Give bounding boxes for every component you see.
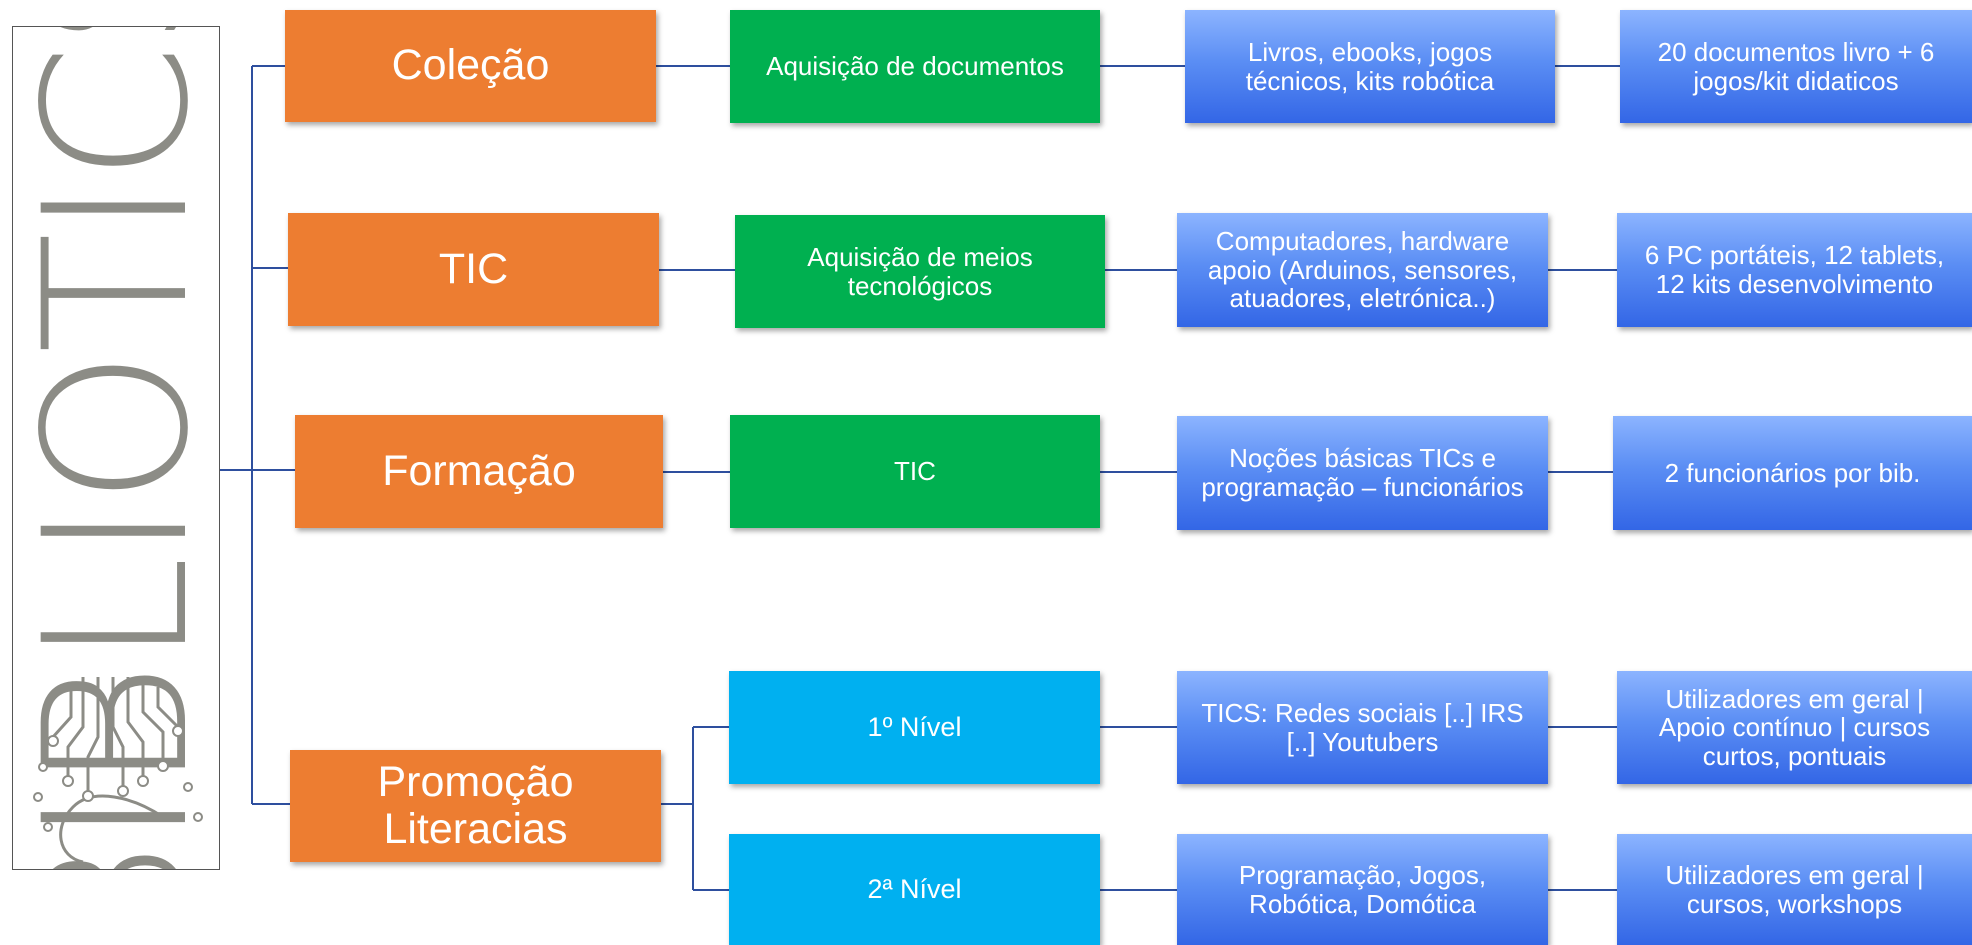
target-colecao: 20 documentos livro + 6 jogos/kit didati… bbox=[1620, 10, 1972, 123]
detail-label: Noções básicas TICs e programação – func… bbox=[1201, 443, 1524, 502]
category-label: TIC bbox=[438, 244, 509, 293]
target-label: 6 PC portáteis, 12 tablets, 12 kits dese… bbox=[1644, 240, 1945, 299]
target-label: 20 documentos livro + 6 jogos/kit didati… bbox=[1657, 36, 1935, 96]
level-label: 1º Nível bbox=[867, 711, 962, 742]
target-level-1: Utilizadores em geral | Apoio contínuo |… bbox=[1617, 671, 1972, 784]
detail-label: Programação, Jogos, Robótica, Domótica bbox=[1238, 859, 1487, 919]
detail-label: Computadores, hardware apoio (Arduinos, … bbox=[1207, 226, 1518, 314]
action-label: Aquisição de meios tecnológicos bbox=[807, 241, 1033, 301]
target-label: Utilizadores em geral | Apoio contínuo |… bbox=[1658, 683, 1931, 771]
category-label: Promoção Literacias bbox=[377, 757, 574, 853]
action-tic-formacao: TIC bbox=[730, 415, 1100, 528]
category-formacao: Formação bbox=[295, 415, 663, 528]
target-label: 2 funcionários por bib. bbox=[1664, 457, 1921, 488]
category-label: Coleção bbox=[391, 41, 550, 90]
detail-level-1: TICS: Redes sociais [..] IRS [..] Youtub… bbox=[1177, 671, 1548, 784]
target-label: Utilizadores em geral | cursos, workshop… bbox=[1665, 859, 1924, 919]
detail-level-2: Programação, Jogos, Robótica, Domótica bbox=[1177, 834, 1548, 945]
level-label: 2ª Nível bbox=[867, 873, 962, 904]
target-formacao: 2 funcionários por bib. bbox=[1613, 416, 1972, 530]
action-aquisicao-documentos: Aquisição de documentos bbox=[730, 10, 1100, 123]
detail-colecao: Livros, ebooks, jogos técnicos, kits rob… bbox=[1185, 10, 1555, 123]
circuit-head-icon bbox=[33, 677, 203, 864]
category-label: Formação bbox=[382, 446, 576, 495]
category-promocao-literacias: Promoção Literacias bbox=[290, 750, 661, 862]
bibliotics-logo: BIBLIOTICS bbox=[12, 26, 220, 870]
detail-formacao: Noções básicas TICs e programação – func… bbox=[1177, 416, 1548, 530]
connector-group bbox=[220, 65, 1620, 891]
level-1-nivel: 1º Nível bbox=[729, 671, 1100, 784]
detail-label: TICS: Redes sociais [..] IRS [..] Youtub… bbox=[1201, 697, 1524, 757]
action-label: TIC bbox=[894, 456, 936, 487]
target-level-2: Utilizadores em geral | cursos, workshop… bbox=[1617, 834, 1972, 945]
action-aquisicao-meios: Aquisição de meios tecnológicos bbox=[735, 215, 1105, 328]
detail-label: Livros, ebooks, jogos técnicos, kits rob… bbox=[1245, 36, 1495, 96]
category-colecao: Coleção bbox=[285, 10, 656, 122]
detail-tic: Computadores, hardware apoio (Arduinos, … bbox=[1177, 213, 1548, 327]
level-2-nivel: 2ª Nível bbox=[729, 834, 1100, 945]
category-tic: TIC bbox=[288, 213, 659, 326]
action-label: Aquisição de documentos bbox=[766, 51, 1064, 82]
target-tic: 6 PC portáteis, 12 tablets, 12 kits dese… bbox=[1617, 213, 1972, 327]
